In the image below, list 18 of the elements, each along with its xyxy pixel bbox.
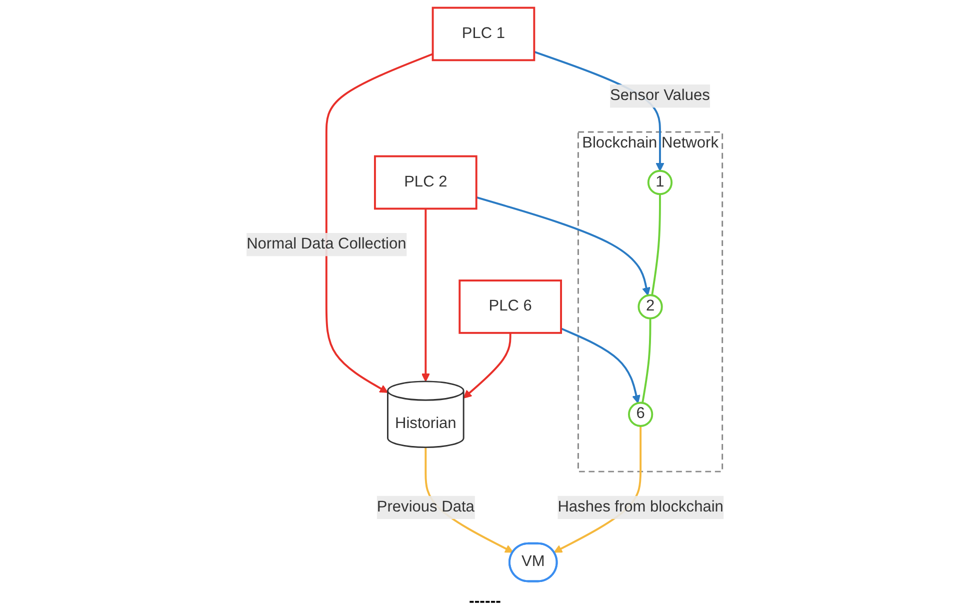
node-circle: 1 [647, 170, 673, 196]
edge-label: Previous Data [376, 498, 474, 516]
connector [642, 318, 652, 404]
ellipsis-label: ------ [469, 593, 501, 610]
arrow [421, 208, 430, 382]
node-box: PLC 6 [458, 280, 562, 334]
node-circle: 2 [638, 294, 663, 320]
node-box: PLC 1 [432, 6, 536, 62]
arrow [325, 53, 434, 393]
arrow [560, 328, 640, 404]
arrow [476, 196, 650, 296]
edge-label: Normal Data Collection [246, 236, 406, 252]
node-box: PLC 2 [374, 155, 478, 210]
connector [651, 194, 661, 296]
node-circle: 6 [628, 402, 654, 427]
edge-label: Hashes from blockchain [558, 498, 724, 516]
arrow [463, 332, 512, 398]
edge-label: Sensor Values [610, 87, 710, 104]
